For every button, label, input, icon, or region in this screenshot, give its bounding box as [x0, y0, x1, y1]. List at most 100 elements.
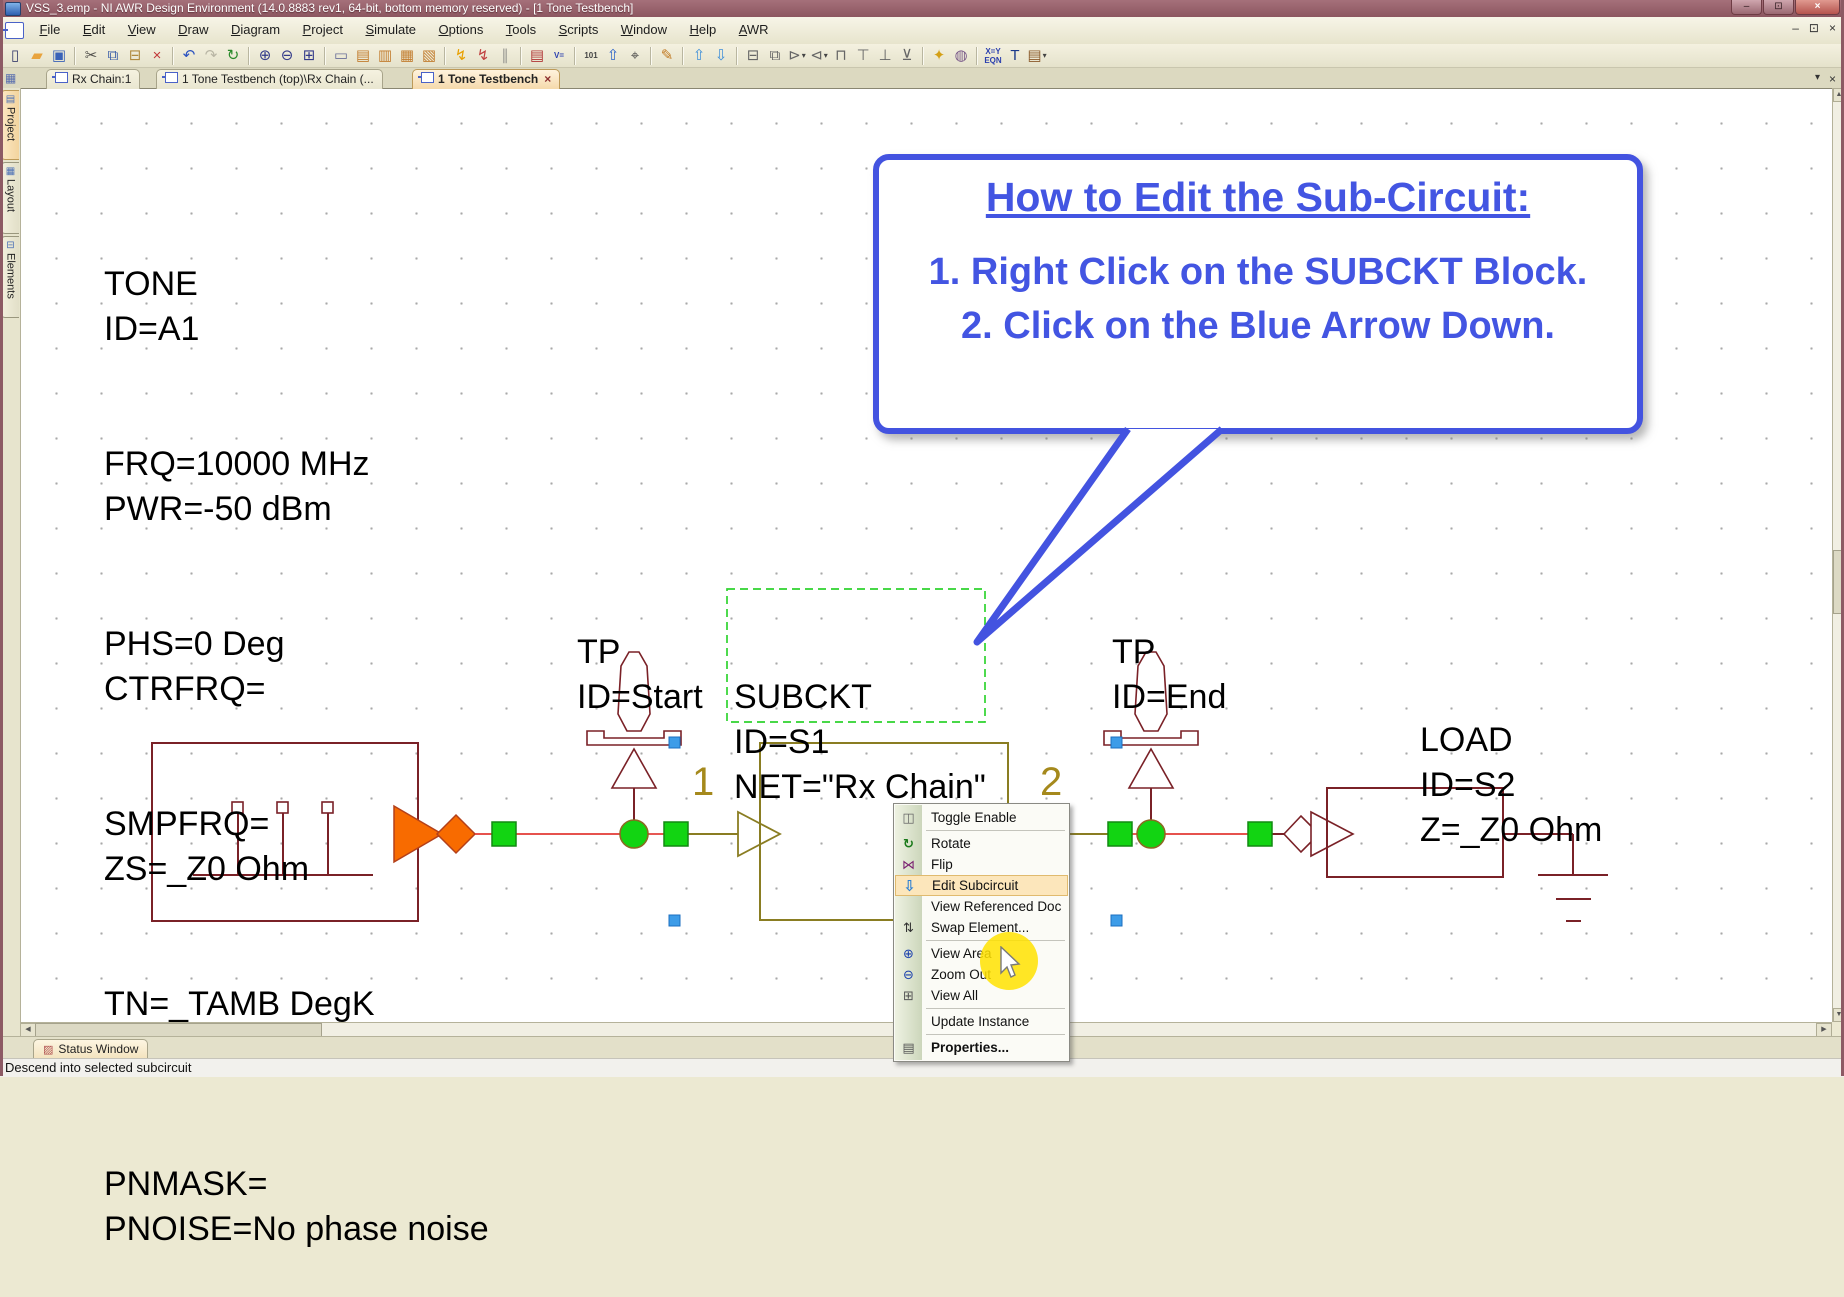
add-data-file-icon[interactable]: ▦: [397, 46, 417, 66]
add-graph-icon[interactable]: ▧: [419, 46, 439, 66]
down-hierarchy-icon[interactable]: ⇩: [711, 46, 731, 66]
tab-bar-close-icon[interactable]: ×: [1829, 72, 1836, 86]
add-system-diagram-icon[interactable]: ▥: [375, 46, 395, 66]
vertical-scroll-thumb[interactable]: [1833, 550, 1844, 614]
sidebar-tab-layout[interactable]: ▦ Layout: [1, 162, 19, 234]
paste-icon[interactable]: ⊟: [125, 46, 145, 66]
restore-hierarchy-icon[interactable]: ⇧: [603, 46, 623, 66]
scroll-left-icon[interactable]: ◀: [20, 1023, 36, 1037]
menu-item-view-area[interactable]: ⊕ View Area: [895, 943, 1068, 964]
connectivity-check-icon[interactable]: ✎: [657, 46, 677, 66]
menu-item-properties[interactable]: ▤ Properties...: [895, 1037, 1068, 1058]
menu-diagram[interactable]: Diagram: [222, 17, 289, 37]
tune-icon[interactable]: ⌖: [625, 46, 645, 66]
add-schematic-icon[interactable]: ▤: [353, 46, 373, 66]
equation-icon[interactable]: X=Y EQN: [983, 46, 1003, 66]
menu-scripts[interactable]: Scripts: [550, 17, 608, 37]
menu-edit[interactable]: Edit: [74, 17, 114, 37]
tab-list-dropdown-icon[interactable]: ▾: [1815, 72, 1820, 86]
menu-simulate[interactable]: Simulate: [356, 17, 425, 37]
output-equations-icon[interactable]: V=: [549, 46, 569, 66]
copy-icon[interactable]: ⧉: [103, 46, 123, 66]
pin-bottom-icon[interactable]: ⊥: [875, 46, 895, 66]
menu-item-swap-element[interactable]: ⇅ Swap Element...: [895, 917, 1068, 938]
save-project-icon[interactable]: ▣: [49, 46, 69, 66]
text-tool-icon[interactable]: T: [1005, 46, 1025, 66]
scroll-right-icon[interactable]: ▶: [1816, 1023, 1832, 1037]
mdi-minimize-button[interactable]: –: [1792, 21, 1799, 35]
menu-tools[interactable]: Tools: [497, 17, 545, 37]
sidebar-tab-project[interactable]: ▤ Project: [1, 90, 19, 160]
menu-item-view-referenced-doc[interactable]: View Referenced Doc: [895, 896, 1068, 917]
menu-item-view-all[interactable]: ⊞ View All: [895, 985, 1068, 1006]
new-schematic-icon[interactable]: ▭: [331, 46, 351, 66]
mdi-close-button[interactable]: ×: [1829, 21, 1836, 35]
menu-item-update-instance[interactable]: Update Instance: [895, 1011, 1068, 1032]
minimize-button[interactable]: –: [1731, 0, 1762, 15]
open-project-icon[interactable]: ▰: [27, 46, 47, 66]
horizontal-scroll-thumb[interactable]: [35, 1023, 322, 1037]
pause-simulation-icon[interactable]: ∥: [495, 46, 515, 66]
vertical-scrollbar[interactable]: ▲ ▼: [1832, 88, 1844, 1022]
menu-view[interactable]: View: [119, 17, 165, 37]
pane-icon[interactable]: ▦: [5, 71, 16, 85]
menu-item-rotate[interactable]: ↻ Rotate: [895, 833, 1068, 854]
menu-file[interactable]: File: [30, 17, 69, 37]
dropdown-arrow-icon[interactable]: ▾: [824, 51, 828, 60]
dropdown-arrow-icon[interactable]: ▾: [802, 51, 806, 60]
swap-element-icon[interactable]: ⧉: [765, 46, 785, 66]
menu-window[interactable]: Window: [612, 17, 676, 37]
swap-element-icon: ⇅: [895, 920, 922, 936]
add-subcircuit-icon[interactable]: ⊟: [743, 46, 763, 66]
scroll-up-icon[interactable]: ▲: [1833, 88, 1844, 102]
tab-testbench-top-rx-chain[interactable]: 1 Tone Testbench (top)\Rx Chain (...: [156, 69, 383, 89]
status-window-tab[interactable]: ▨Status Window: [33, 1039, 148, 1059]
menu-help[interactable]: Help: [680, 17, 725, 37]
menu-item-edit-subcircuit[interactable]: ⇩ Edit Subcircuit: [895, 875, 1068, 896]
tab-1-tone-testbench[interactable]: 1 Tone Testbench×: [412, 69, 560, 89]
tab-rx-chain[interactable]: Rx Chain:1: [46, 69, 140, 89]
output-port-icon[interactable]: ⊲▾: [809, 46, 829, 66]
new-document-icon[interactable]: ▯: [5, 46, 25, 66]
add-ground-icon[interactable]: ⊻: [897, 46, 917, 66]
menu-options[interactable]: Options: [430, 17, 493, 37]
zoom-in-icon[interactable]: ⊕: [255, 46, 275, 66]
redo-all-icon[interactable]: ↻: [223, 46, 243, 66]
maximize-button[interactable]: ⊡: [1763, 0, 1794, 15]
sidebar-tab-elements[interactable]: ⊟ Elements: [1, 236, 19, 318]
analyze-icon[interactable]: ↯: [451, 46, 471, 66]
output-window-icon[interactable]: ▤: [527, 46, 547, 66]
digital-setup-icon[interactable]: 101: [581, 46, 601, 66]
menu-awr[interactable]: AWR: [730, 17, 778, 37]
view-full-icon[interactable]: ⊞: [299, 46, 319, 66]
cut-icon[interactable]: ✂: [81, 46, 101, 66]
scroll-down-icon[interactable]: ▼: [1833, 1008, 1844, 1022]
port-icon[interactable]: ⊓: [831, 46, 851, 66]
mdi-restore-button[interactable]: ⊡: [1809, 21, 1819, 35]
menu-item-zoom-out[interactable]: ⊖ Zoom Out: [895, 964, 1068, 985]
undo-icon[interactable]: ↶: [179, 46, 199, 66]
redo-icon[interactable]: ↷: [201, 46, 221, 66]
pin-top-icon[interactable]: ⊤: [853, 46, 873, 66]
stop-analyze-icon[interactable]: ↯: [473, 46, 493, 66]
up-hierarchy-icon[interactable]: ⇧: [689, 46, 709, 66]
tab-close-icon[interactable]: ×: [544, 72, 551, 86]
menu-item-flip[interactable]: ⋈ Flip: [895, 854, 1068, 875]
menu-item-toggle-enable[interactable]: ◫ Toggle Enable: [895, 807, 1068, 828]
annotation-callout: How to Edit the Sub-Circuit: 1. Right Cl…: [873, 154, 1643, 434]
close-button[interactable]: ×: [1795, 0, 1840, 15]
highlight-net-icon[interactable]: ✦: [929, 46, 949, 66]
dropdown-arrow-icon[interactable]: ▾: [1043, 51, 1047, 60]
callout-step-2: 2. Click on the Blue Arrow Down.: [879, 299, 1637, 353]
zoom-out-icon[interactable]: ⊖: [277, 46, 297, 66]
copy-stamp-icon[interactable]: ◍: [951, 46, 971, 66]
notes-icon[interactable]: ▤▾: [1027, 46, 1047, 66]
menu-project[interactable]: Project: [294, 17, 352, 37]
menu-draw[interactable]: Draw: [169, 17, 217, 37]
input-port-icon[interactable]: ⊳▾: [787, 46, 807, 66]
delete-icon[interactable]: ×: [147, 46, 167, 66]
